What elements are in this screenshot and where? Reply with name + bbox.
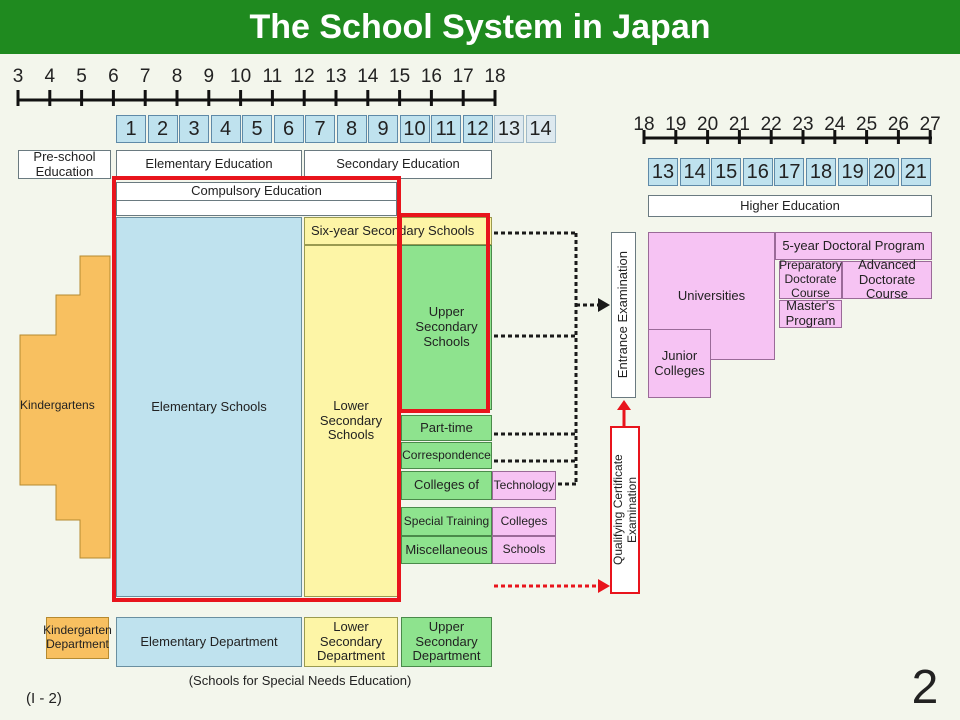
higher-education-header: Higher Education [648,195,932,217]
age-label: 5 [76,66,87,87]
miscellaneous-schools-right: Schools [492,536,556,564]
age-label: 18 [484,66,506,87]
age-label-right: 22 [760,114,782,135]
masters-program: Master's Program [779,298,842,328]
junior-colleges: Junior Colleges [648,329,711,398]
age-label-right: 23 [792,114,814,135]
age-scale-right [642,130,932,144]
age-label-right: 18 [633,114,655,135]
colleges-of-technology-right: Technology [492,471,556,500]
age-scale-left [16,90,497,106]
age-label: 10 [230,66,252,87]
grade-cell: 12 [462,115,493,143]
age-label-right: 19 [665,114,687,135]
entrance-examination-label: Entrance Examination [615,251,631,379]
elementary-schools: Elementary Schools [116,217,302,597]
grade-cell: 5 [242,115,272,143]
age-label: 17 [452,66,474,87]
secondary-education-header: Secondary Education [304,150,492,179]
special-training-colleges-right: Colleges [492,507,556,536]
compulsory-education-label: Compulsory Education [116,182,397,201]
qualifying-certificate-examination: Qualifying Certificate Examination [610,426,640,594]
elementary-education-header: Elementary Education [116,150,302,179]
pathway-arrows [494,231,610,593]
grade-cell: 1 [116,115,146,143]
age-label: 8 [171,66,183,87]
advanced-doctorate-course: Advanced Doctorate Course [842,257,932,301]
age-label: 14 [357,66,379,87]
age-label: 6 [108,66,119,87]
age-label: 15 [389,66,411,87]
grade-cell: 13 [494,115,524,143]
age-label-right: 21 [728,114,750,135]
grade-cell-right: 17 [774,158,805,186]
lower-secondary-department: Lower Secondary Department [304,617,398,667]
grade-cell: 8 [336,115,367,143]
lower-secondary-schools: Lower Secondary Schools [304,245,398,597]
age-label-right: 24 [824,114,846,135]
qualifying-exam-label: Qualifying Certificate Examination [611,454,639,566]
kindergarten-department: Kindergarten Department [43,617,112,659]
preschool-education-header: Pre-school Education [18,149,111,179]
grade-cell-right: 14 [679,158,710,186]
kindergartens-label: Kindergartens [20,398,95,412]
grade-cell: 3 [179,115,209,143]
elementary-department: Elementary Department [116,617,302,667]
age-label: 12 [293,66,315,87]
preparatory-doctorate-course: Preparatory Doctorate Course [779,258,842,300]
special-training-colleges-left: Special Training [401,507,492,536]
grade-cell-right: 20 [869,158,900,186]
up-arrow [617,400,631,426]
grade-cell-right: 21 [900,158,931,186]
grade-cell-right: 16 [742,158,773,186]
age-label-right: 25 [856,114,878,135]
upper-secondary-highlight [398,213,490,413]
age-label: 13 [325,66,347,87]
grade-cell: 6 [273,115,304,143]
slide-number: 2 [911,661,939,714]
entrance-examination: Entrance Examination [611,232,636,398]
correspondence-course: Correspondence [401,442,492,469]
kindergartens-shape [19,255,111,559]
slide-title: The School System in Japan [249,8,711,46]
grade-cell-right: 13 [648,158,678,186]
age-label: 3 [12,66,24,87]
grade-cell-right: 15 [711,158,742,186]
age-label: 16 [420,66,442,87]
grade-cell: 10 [399,115,430,143]
colleges-of-technology-left: Colleges of [401,471,492,500]
part-time-course: Part-time [401,415,492,441]
age-label: 9 [203,66,215,87]
miscellaneous-schools-left: Miscellaneous [401,536,492,564]
five-year-doctoral-program: 5-year Doctoral Program [775,232,932,260]
grade-cell: 4 [210,115,241,143]
grade-cell: 9 [368,115,398,143]
age-label: 11 [262,66,283,87]
age-label: 4 [44,66,56,87]
grade-cell-right: 19 [837,158,868,186]
compulsory-education-spacer [116,201,397,216]
compulsory-highlight [112,176,401,602]
age-label-right: 27 [919,114,941,135]
grade-cell: 2 [147,115,178,143]
slide-reference: (I - 2) [26,690,62,707]
grade-cell: 14 [525,115,556,143]
grade-cell: 7 [305,115,335,143]
age-label-right: 26 [887,114,909,135]
title-bar [0,0,960,54]
grade-cell-right: 18 [806,158,836,186]
age-label: 7 [139,66,151,87]
special-needs-caption: (Schools for Special Needs Education) [188,673,412,688]
age-label-right: 20 [697,114,719,135]
grade-cell: 11 [431,115,461,143]
upper-secondary-department: Upper Secondary Department [401,617,492,667]
